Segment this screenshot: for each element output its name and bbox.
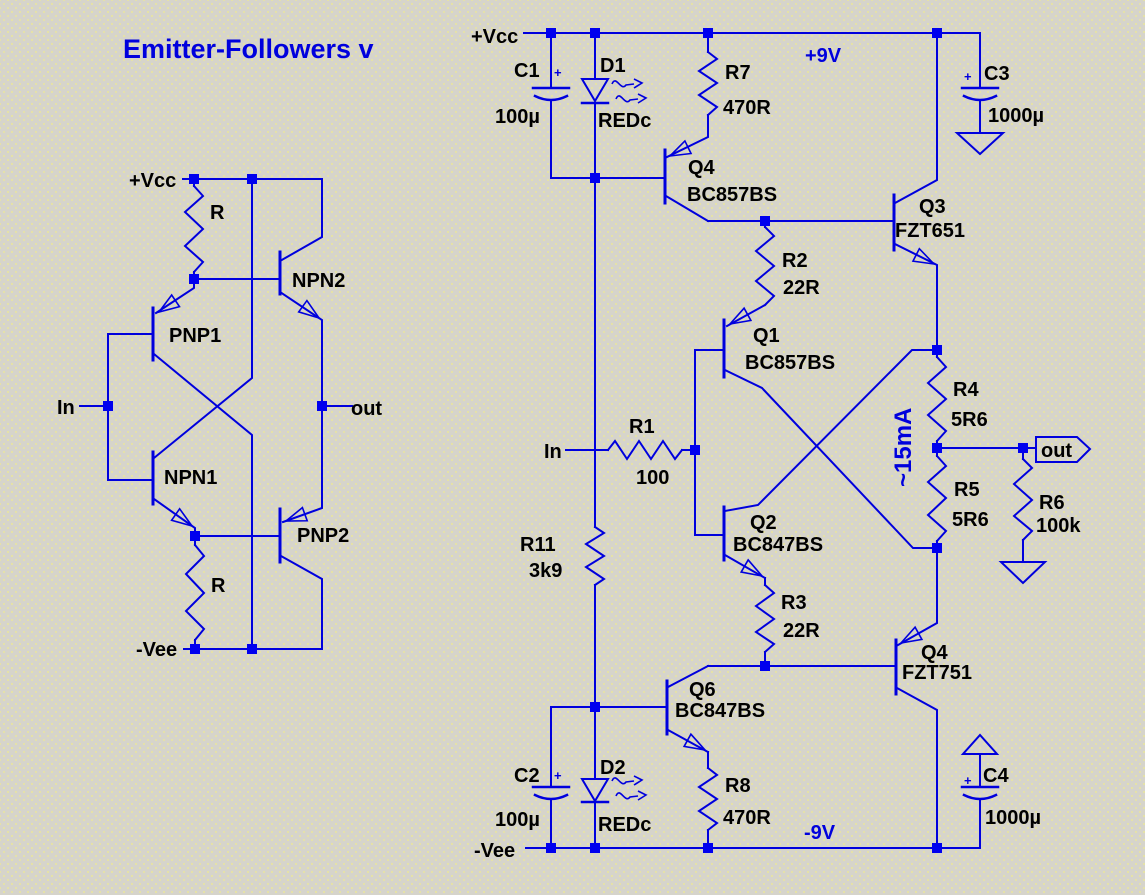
d2-value-label: REDc <box>598 814 651 836</box>
d2-led-icon <box>580 778 610 803</box>
c2-capacitor-icon <box>531 785 571 801</box>
r6-value-label: 100k <box>1036 515 1081 537</box>
c3-value-label: 1000µ <box>988 105 1044 127</box>
c4-value-label: 1000µ <box>985 807 1041 829</box>
r8-ref-label: R8 <box>725 775 751 797</box>
left-pnp1-label: PNP1 <box>169 325 221 347</box>
q1-emitter-arrow-icon <box>727 306 753 326</box>
left-r-top-label: R <box>210 202 225 224</box>
c4-ground-icon <box>960 733 1000 755</box>
left-in-label: In <box>57 397 75 419</box>
r2-value-label: 22R <box>783 277 820 299</box>
right-vcc-label: +Vcc <box>471 26 518 48</box>
q3-part-label: FZT651 <box>895 220 965 242</box>
r6-ref-label: R6 <box>1039 492 1065 514</box>
c3-capacitor-icon <box>960 86 1000 102</box>
left-circuit-junctions <box>103 174 327 654</box>
r3-ref-label: R3 <box>781 592 807 614</box>
q2-ref-label: Q2 <box>750 512 777 534</box>
q4-top-emitter-arrow-icon <box>667 139 693 158</box>
r7-value-label: 470R <box>723 97 771 119</box>
left-out-label: out <box>351 398 382 420</box>
left-npn2-label: NPN2 <box>292 270 345 292</box>
pnp2-emitter-arrow-icon <box>283 506 309 522</box>
c1-capacitor-icon <box>531 86 571 102</box>
q2-emitter-arrow-icon <box>739 558 765 578</box>
left-vcc-label: +Vcc <box>129 170 176 192</box>
right-circuit: +Vcc C1 + 100µ D1 REDc R7 470R +9V C3 + … <box>471 26 1092 862</box>
r5-value-label: 5R6 <box>952 509 989 531</box>
right-circuit-junctions <box>546 28 1028 853</box>
npn1-emitter-arrow-icon <box>170 507 194 528</box>
right-in-label: In <box>544 441 562 463</box>
npn2-emitter-arrow-icon <box>297 299 321 320</box>
r2-ref-label: R2 <box>782 250 808 272</box>
page-title: Emitter-Followers v <box>123 34 374 64</box>
right-circuit-wires <box>523 32 1092 849</box>
c1-value-label: 100µ <box>495 106 540 128</box>
c1-polarity-label: + <box>554 65 562 80</box>
q4-bottom-part-label: FZT751 <box>902 662 972 684</box>
q4-bottom-ref-label: Q4 <box>921 642 949 664</box>
c3-ground-icon <box>954 132 1006 156</box>
right-vee-label: -Vee <box>474 840 515 862</box>
c3-polarity-label: + <box>964 69 972 84</box>
r5-ref-label: R5 <box>954 479 980 501</box>
r7-ref-label: R7 <box>725 62 751 84</box>
d2-light-arrows-icon <box>611 775 648 801</box>
q2-part-label: BC847BS <box>733 534 823 556</box>
out-port-label: out <box>1041 440 1072 462</box>
pnp1-emitter-arrow-icon <box>156 293 181 314</box>
r1-value-label: 100 <box>636 467 669 489</box>
q6-part-label: BC847BS <box>675 700 765 722</box>
r1-ref-label: R1 <box>629 416 655 438</box>
left-r-bottom-label: R <box>211 575 226 597</box>
right-transistor-bars <box>663 148 898 736</box>
d1-light-arrows-icon <box>611 78 648 104</box>
q4-top-part-label: BC857BS <box>687 184 777 206</box>
q3-ref-label: Q3 <box>919 196 946 218</box>
r3-value-label: 22R <box>783 620 820 642</box>
c4-ref-label: C4 <box>983 765 1009 787</box>
bias-current-annotation: ~15mA <box>890 408 917 487</box>
d1-ref-label: D1 <box>600 55 626 77</box>
q4-top-ref-label: Q4 <box>688 157 716 179</box>
left-circuit: +Vcc R NPN2 PNP1 In out NPN1 PNP2 R -Vee <box>57 170 382 661</box>
r4-value-label: 5R6 <box>951 409 988 431</box>
c4-polarity-label: + <box>964 773 972 788</box>
pos-rail-annotation: +9V <box>805 45 842 67</box>
r4-ref-label: R4 <box>953 379 979 401</box>
left-transistor-bars <box>151 250 282 564</box>
c2-ref-label: C2 <box>514 765 540 787</box>
neg-rail-annotation: -9V <box>804 822 836 844</box>
r8-value-label: 470R <box>723 807 771 829</box>
c1-ref-label: C1 <box>514 60 540 82</box>
q3-emitter-arrow-icon <box>911 247 937 266</box>
d1-value-label: REDc <box>598 110 651 132</box>
out-port-icon <box>1035 436 1092 463</box>
c3-ref-label: C3 <box>984 63 1010 85</box>
c2-value-label: 100µ <box>495 809 540 831</box>
q1-ref-label: Q1 <box>753 325 780 347</box>
left-npn1-label: NPN1 <box>164 467 217 489</box>
d2-ref-label: D2 <box>600 757 626 779</box>
q1-part-label: BC857BS <box>745 352 835 374</box>
left-pnp2-label: PNP2 <box>297 525 349 547</box>
left-vee-label: -Vee <box>136 639 177 661</box>
q6-ref-label: Q6 <box>689 679 716 701</box>
q4-bottom-emitter-arrow-icon <box>898 625 924 645</box>
d1-led-icon <box>580 78 610 103</box>
r11-value-label: 3k9 <box>529 560 562 582</box>
r11-ref-label: R11 <box>520 534 556 556</box>
c2-polarity-label: + <box>554 768 562 783</box>
r6-ground-icon <box>998 561 1048 585</box>
c4-capacitor-icon <box>960 785 1000 801</box>
q6-emitter-arrow-icon <box>682 732 708 752</box>
